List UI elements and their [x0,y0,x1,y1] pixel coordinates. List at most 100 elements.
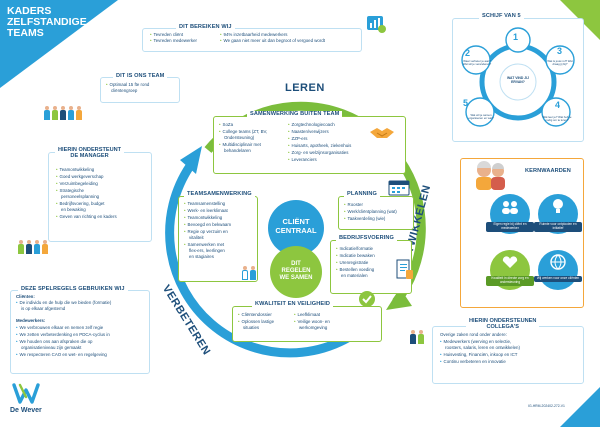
person-icon [68,106,74,120]
person-icon [250,266,256,280]
kwaliteit-item: Leefklimaat [294,312,320,317]
samenwerking-item: ZZP-ers [288,136,308,141]
spelregels-heading: DEZE SPELREGELS GEBRUIKEN WIJ [18,286,128,292]
manager-item: Bedrijfsvoering, budget [56,201,105,206]
lightbulb-icon [552,198,564,214]
samenwerking-item: Zorg- en welzijnsorganisaties [288,150,349,155]
spelregels-staff-item: We respecteren CAO en wet- en regelgevin… [16,352,107,357]
kernwaarde-circle [538,250,578,290]
bedrijfsvoering-item: en materialen [341,273,368,278]
target-chart-icon [366,14,386,34]
de-wever-logo [12,382,40,406]
samenwerking-item: Huisarts, apotheek, ziekenhuis [288,143,352,148]
client-centraal-line1: CLIËNT [282,217,310,226]
spelregels-client-label: Cliënten: [16,294,35,299]
kernwaarde-label: Ruimte voor ontplooien en initiatief [534,222,582,232]
kwaliteit-heading: KWALITEIT EN VEILIGHEID [252,301,334,307]
spelregels-staff-item: organisatieniveau zijn gemaakt [21,345,82,350]
handshake-icon [368,124,396,142]
person-icon [418,330,424,344]
schijf-number-1: 1 [513,32,519,42]
manager-item: Geven van richting en kaders [56,214,117,219]
dit-regelen-line1: DIT [291,261,301,267]
person-icon [60,106,66,120]
schijf-number-2: 2 [465,48,471,58]
teamsamenwerking-item: en stagiaires [189,254,214,259]
spelregels-staff-item: We zetten verbeterdenking en PDCA-cyclus… [16,332,110,337]
page-title-line1: KADERS [7,5,52,17]
planning-item: Rooster [344,202,363,207]
ring-label-leren: LEREN [285,82,325,94]
team-item: Optimaal 15 fte rond [106,82,150,87]
teamsamenwerking-item: Teamontwikkeling [184,215,223,220]
teamsamenwerking-item: flex-ers, leerlingen [189,248,225,253]
corner-triangle-bottom-right [560,387,600,427]
documents-icon [396,258,414,280]
kernwaarden-heading: KERNWAARDEN [522,168,574,174]
samenwerking-heading: SAMENWERKING BUITEN TEAM [247,111,343,117]
dit-regelen-line2: REGELEN [281,268,311,274]
heart-hand-icon [500,256,520,270]
manager-item: Teamontwikkeling [56,167,95,172]
samenwerking-item: Zorgtechnologiecoach [288,122,335,127]
calendar-icon [388,178,410,196]
manager-item: personeelsplanning [61,194,100,199]
schijf-heading: SCHIJF VAN 5 [479,13,524,19]
kernwaarde-label: Kwaliteit in directe zorg en ondersteuni… [486,276,534,286]
checkmark-icon [358,290,376,308]
bedrijfsvoering-item: Urenregistratie [336,260,369,265]
colleges-heading-line1: HIERIN ONDERSTEUNEN [469,318,537,324]
people-group-icon [500,200,520,214]
colleges-item: Continu verbeteren en innovatie [440,359,506,364]
bereiken-item: 94% inzetbaarheid medewerkers [220,32,288,37]
teamsamenwerking-item: Werk- en leerklimaat [184,208,228,213]
schijf-text-4: Wat leer je? Wat heb je nodig om te lere… [542,115,572,123]
schijf-number-4: 4 [555,100,561,110]
schijf-number-5: 5 [463,98,469,108]
elderly-couple-icon [470,160,510,190]
schijf-wheel [461,27,575,127]
kwaliteit-item: Cliëntendossier [238,312,272,317]
kernwaarde-label: Eigen regie bij cliënt en medewerker [486,222,534,232]
bedrijfsvoering-heading: BEDRIJFSVOERING [336,235,397,241]
spelregels-staff-label: Medewerkers: [16,318,46,323]
dit-regelen-circle: DIT REGELEN WE SAMEN [270,246,322,298]
team-heading: DIT IS ONS TEAM [113,73,168,79]
person-icon [52,106,58,120]
teamsamenwerking-item: vitaliteit [189,235,204,240]
kernwaarde-label: Wij werken voor onze cliënten [534,276,582,282]
bereiken-item: We gaan niet meer uit dan begroot of ver… [220,38,325,43]
kwaliteit-item: werkomgeving [299,325,328,330]
globe-icon [550,254,566,270]
page-title-line2: ZELFSTANDIGE [7,16,87,28]
bereiken-heading: DIT BEREIKEN WIJ [176,24,235,30]
kwaliteit-item: Oplossen lastige [238,319,274,324]
colleges-intro: Overige zaken rond onder andere: [440,332,507,337]
schijf-number-3: 3 [557,46,563,56]
manager-heading-line1: HIERIN ONDERSTEUNT [58,147,122,153]
planning-item: Taakverdeling (wie) [344,216,386,221]
page-title: KADERS ZELFSTANDIGE TEAMS [7,6,87,39]
manager-item: en bewaking [61,207,86,212]
bereiken-item: Tevreden medewerker [150,38,197,43]
kwaliteit-item: Veilige woon- en [294,319,330,324]
bedrijfsvoering-item: Indicatie bewaken [336,253,375,258]
manager-item: Verzuimbegeleiding [56,181,98,186]
kwaliteit-item: situaties [243,325,260,330]
page-title-line3: TEAMS [7,27,44,39]
samenwerking-item: behandelaren [224,148,251,153]
title-triangle-bg [0,0,118,88]
schijf-center-text: WAT VIND JIJ ERVAN? [507,76,529,84]
schijf-text-5: Wat wil je samen organiseren en wat? [468,113,494,121]
teamsamenwerking-heading: TEAMSAMENWERKING [184,191,255,197]
person-icon [242,266,248,280]
samenwerking-item: SoZa [219,122,234,127]
spelregels-client-item: De individu en de hulp die we bieden (fo… [16,300,112,305]
planning-heading: PLANNING [344,191,381,197]
samenwerking-item: Leveranciers [288,157,317,162]
manager-item: Strategische [56,188,84,193]
spelregels-staff-item: We houden ons aan afspraken die op [16,339,93,344]
schijf-text-3: Wat is jouw rol? Wat draag jij bij? [547,59,573,67]
samenwerking-item: College teams (ZT, BV, [219,129,268,134]
de-wever-logo-text: De Wever [10,407,42,414]
